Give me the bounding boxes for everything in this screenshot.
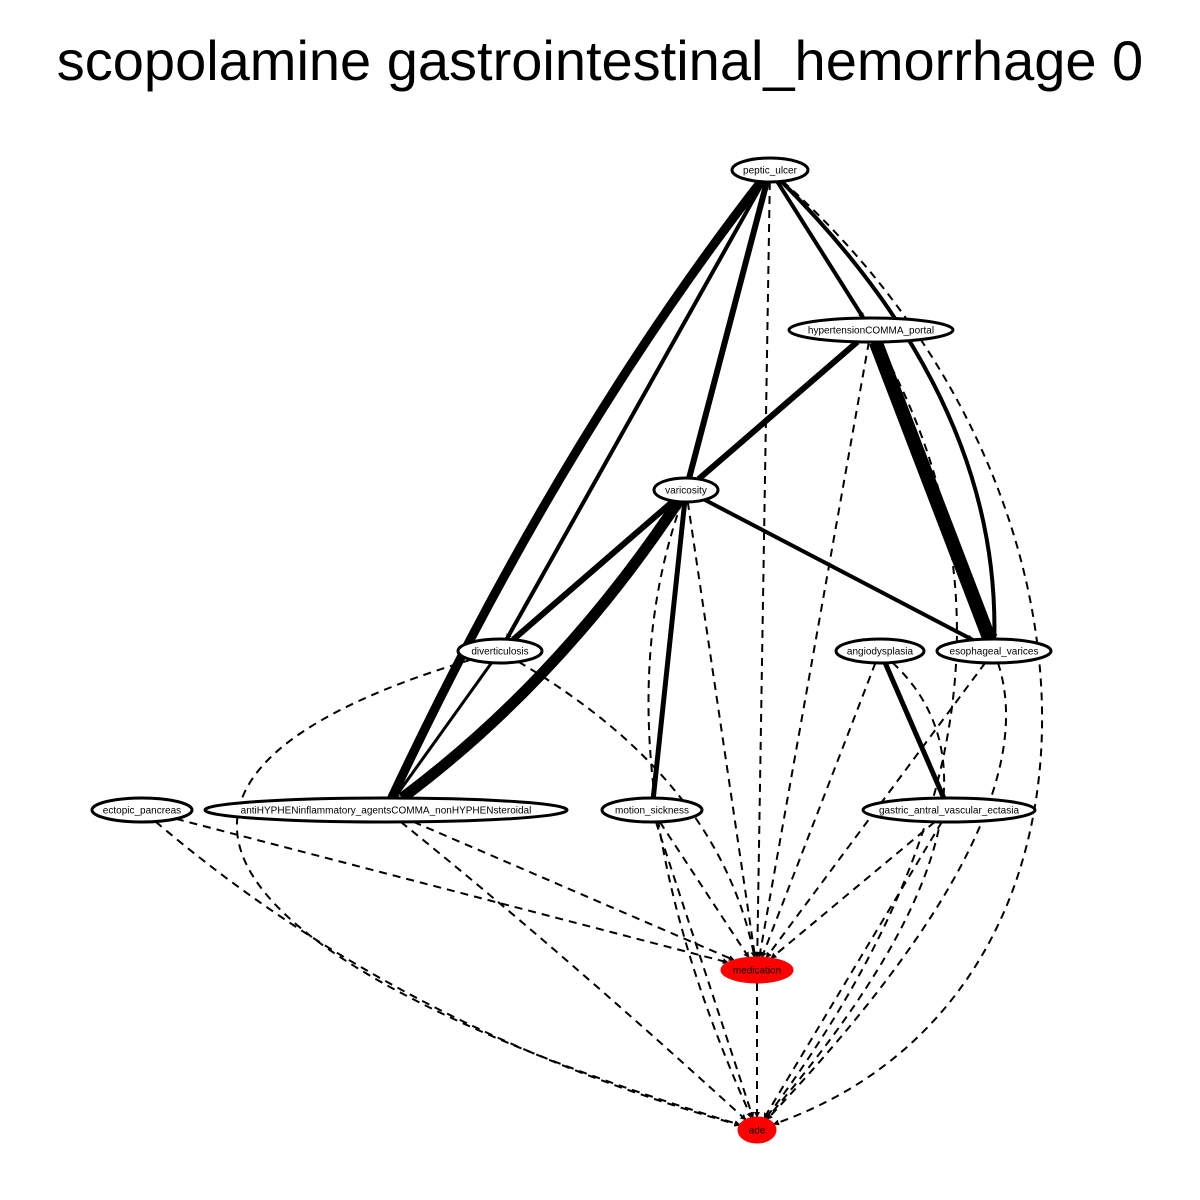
node-shape-peptic_ulcer [730,156,810,184]
edge-varicosity-to-motion_sickness [650,501,688,799]
node-label-ade: ade [749,1126,766,1137]
edge-hypertension_portal-to-ade [764,341,958,1120]
node-label-nsaid: antiHYPHENinflammatory_agentsCOMMA_nonHY… [241,806,532,817]
edge-motion_sickness-to-ade [654,821,755,1119]
edge-gave-to-medication [770,821,936,959]
edge-hypertension_portal-to-varicosity [696,339,860,482]
edge-varicosity-to-ade [647,501,753,1119]
node-label-varicosity: varicosity [665,486,707,497]
edge-angiodysplasia-to-ade [765,661,946,1120]
node-label-esophageal_varices: esophageal_varices [950,647,1039,658]
edge-nsaid-to-ade [400,821,747,1121]
node-shape-angiodysplasia [834,637,926,665]
node-esophageal_varices: esophageal_varices [935,637,1053,665]
node-shape-medication [720,956,794,984]
node-motion_sickness: motion_sickness [600,796,704,824]
edge-peptic_ulcer-to-medication [754,181,771,958]
edge-varicosity-to-nsaid [398,498,683,803]
edge-diverticulosis-to-medication [517,660,757,959]
edge-diverticulosis-to-nsaid [393,661,493,799]
node-diverticulosis: diverticulosis [456,637,544,665]
node-nsaid: antiHYPHENinflammatory_agentsCOMMA_nonHY… [203,796,569,824]
edge-gave-to-ade [763,821,943,1119]
edge-peptic_ulcer-to-hypertension_portal [775,180,866,320]
node-label-hypertension_portal: hypertensionCOMMA_portal [808,326,934,337]
edge-ectopic_pancreas-to-ade [154,820,741,1127]
node-angiodysplasia: angiodysplasia [834,637,926,665]
edge-hypertension_portal-to-medication [757,341,870,959]
node-label-diverticulosis: diverticulosis [471,647,528,658]
node-label-peptic_ulcer: peptic_ulcer [743,166,798,177]
node-shape-gave [861,796,1037,824]
edge-varicosity-to-esophageal_varices [703,497,974,642]
edges-layer [154,178,1043,1127]
edge-peptic_ulcer-to-diverticulosis [504,180,766,641]
edge-ectopic_pancreas-to-medication [175,817,729,965]
node-shape-diverticulosis [456,637,544,665]
edge-varicosity-to-medication [686,501,758,959]
node-ade: ade [737,1116,777,1144]
node-hypertension_portal: hypertensionCOMMA_portal [787,316,955,344]
node-shape-hypertension_portal [787,316,955,344]
node-shape-ectopic_pancreas [90,796,194,824]
edge-nsaid-to-medication [413,820,735,961]
node-shape-esophageal_varices [935,637,1053,665]
node-ectopic_pancreas: ectopic_pancreas [90,796,194,824]
node-gave: gastric_antral_vascular_ectasia [861,796,1037,824]
edge-peptic_ulcer-to-esophageal_varices [780,180,998,640]
edge-hypertension_portal-to-esophageal_varices [869,339,996,642]
node-varicosity: varicosity [652,476,720,504]
edge-varicosity-to-diverticulosis [511,498,676,642]
edge-peptic_ulcer-to-varicosity [686,181,770,480]
node-shape-nsaid [203,796,569,824]
node-shape-ade [737,1116,777,1144]
edge-motion_sickness-to-medication [658,821,750,959]
node-label-gave: gastric_antral_vascular_ectasia [879,806,1020,817]
node-shape-varicosity [652,476,720,504]
node-peptic_ulcer: peptic_ulcer [730,156,810,184]
edge-esophageal_varices-to-ade [766,662,1008,1120]
node-shape-motion_sickness [600,796,704,824]
nodes-layer: peptic_ulcer hypertensionCOMMA_portalvari… [90,156,1053,1144]
edge-peptic_ulcer-to-nsaid [387,178,765,800]
node-label-angiodysplasia: angiodysplasia [847,647,914,658]
edge-angiodysplasia-to-gave [882,661,947,800]
node-label-motion_sickness: motion_sickness [615,806,689,817]
graph-title: scopolamine gastrointestinal_hemorrhage … [56,29,1144,92]
node-medication: medication [720,956,794,984]
node-label-ectopic_pancreas: ectopic_pancreas [103,806,181,817]
edge-angiodysplasia-to-medication [760,662,877,959]
node-label-medication: medication [733,966,781,977]
